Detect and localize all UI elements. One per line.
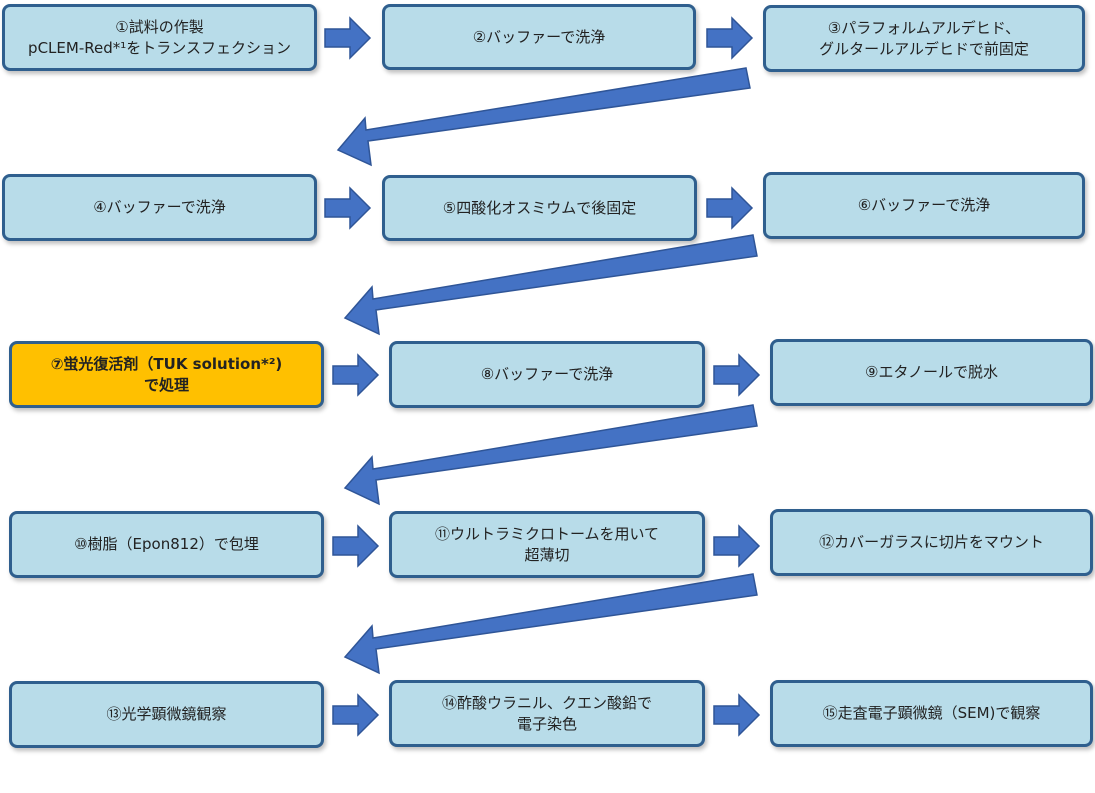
step-label-2: で処理	[143, 375, 189, 394]
arrow-right-icon	[706, 186, 754, 230]
arrow-right-icon	[706, 16, 754, 60]
step-label-2: 電子染色	[516, 714, 577, 733]
step-label: ⑪ウルトラミクロトームを用いて	[434, 524, 660, 543]
arrow-diagonal-icon	[343, 573, 758, 675]
step-label: ②バッファーで洗浄	[472, 27, 606, 46]
step-label-2: pCLEM-Red*¹をトランスフェクション	[28, 38, 291, 57]
step-label: ⑭酢酸ウラニル、クエン酸鉛で	[441, 693, 652, 712]
step-label: ⑦蛍光復活剤（TUK solution*²)	[50, 354, 283, 373]
step-9-box: ⑨エタノールで脱水	[770, 339, 1093, 406]
step-label: ①試料の作製	[115, 17, 204, 36]
step-label: ⑫カバーガラスに切片をマウント	[819, 533, 1044, 551]
step-6-box: ⑥バッファーで洗浄	[763, 172, 1085, 239]
arrow-right-icon	[713, 693, 761, 737]
step-3-box: ③パラフォルムアルデヒド、グルタールアルデヒドで前固定	[763, 5, 1085, 72]
step-5-box: ⑤四酸化オスミウムで後固定	[382, 175, 697, 241]
arrow-right-icon	[332, 353, 380, 397]
step-label: ⑤四酸化オスミウムで後固定	[442, 198, 637, 217]
step-label-2: 超薄切	[524, 545, 570, 564]
arrow-diagonal-icon	[343, 234, 758, 336]
step-label: ⑥バッファーで洗浄	[857, 196, 991, 214]
step-4-box: ④バッファーで洗浄	[2, 174, 317, 241]
step-2-box: ②バッファーで洗浄	[382, 4, 696, 70]
arrow-right-icon	[713, 524, 761, 568]
step-label: ③パラフォルムアルデヒド、	[827, 18, 1021, 37]
arrow-diagonal-icon	[336, 67, 751, 167]
arrow-right-icon	[332, 524, 380, 568]
step-11-box: ⑪ウルトラミクロトームを用いて超薄切	[389, 511, 705, 578]
step-7-box: ⑦蛍光復活剤（TUK solution*²) で処理	[9, 341, 324, 408]
step-15-box: ⑮走査電子顕微鏡（SEM)で観察	[770, 680, 1093, 747]
step-label: ④バッファーで洗浄	[93, 198, 226, 216]
step-14-box: ⑭酢酸ウラニル、クエン酸鉛で電子染色	[389, 680, 705, 747]
step-8-box: ⑧バッファーで洗浄	[389, 341, 705, 408]
arrow-right-icon	[332, 693, 380, 737]
step-label: ⑨エタノールで脱水	[865, 363, 998, 381]
step-label: ⑧バッファーで洗浄	[480, 365, 614, 383]
step-1-box: ①試料の作製 pCLEM-Red*¹をトランスフェクション	[2, 4, 317, 71]
step-label: ⑮走査電子顕微鏡（SEM)で観察	[822, 704, 1041, 722]
step-label: ⑬光学顕微鏡観察	[106, 705, 227, 723]
arrow-right-icon	[713, 353, 761, 397]
step-10-box: ⑩樹脂（Epon812）で包埋	[9, 511, 324, 578]
step-label-2: グルタールアルデヒドで前固定	[819, 39, 1029, 58]
arrow-right-icon	[324, 16, 372, 60]
step-label: ⑩樹脂（Epon812）で包埋	[74, 535, 259, 553]
step-13-box: ⑬光学顕微鏡観察	[9, 681, 324, 748]
step-12-box: ⑫カバーガラスに切片をマウント	[770, 509, 1093, 576]
arrow-right-icon	[324, 186, 372, 230]
arrow-diagonal-icon	[343, 404, 758, 506]
